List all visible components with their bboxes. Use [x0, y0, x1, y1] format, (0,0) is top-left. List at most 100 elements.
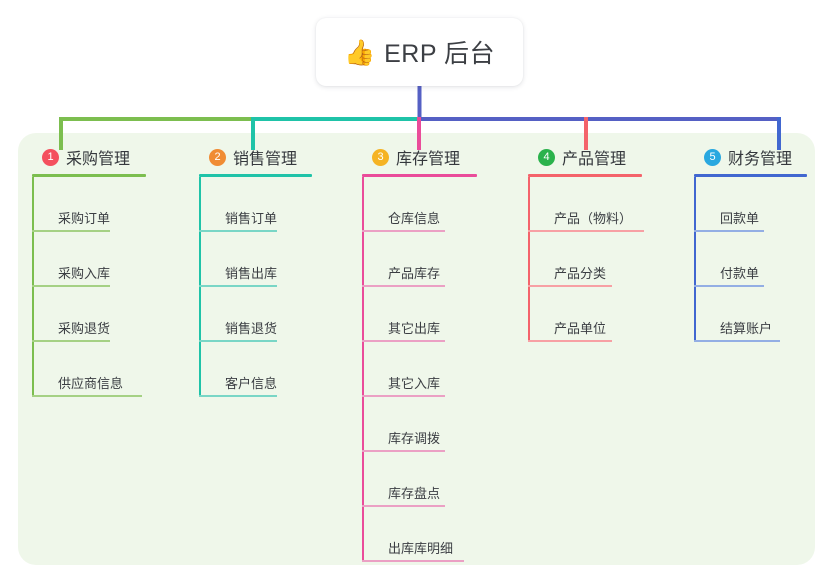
column-spine	[199, 177, 201, 397]
root-node[interactable]: 👍 ERP 后台	[316, 18, 523, 86]
menu-item-rule	[362, 560, 464, 562]
menu-item[interactable]: 出库库明细	[362, 507, 477, 562]
column-badge-5: 5	[704, 148, 721, 166]
menu-item[interactable]: 销售退货	[199, 287, 312, 342]
column-4: 4 产品管理产品（物料） 产品分类产品单位	[528, 145, 644, 342]
column-1: 1 采购管理采购订单采购入库采购退货供应商信息	[32, 145, 146, 397]
menu-item-rule	[694, 230, 764, 232]
menu-item-label: 仓库信息	[388, 211, 441, 226]
column-title: 销售管理	[233, 151, 298, 168]
menu-item-rule	[528, 230, 644, 232]
menu-item-rule	[528, 340, 612, 342]
menu-item-rule	[694, 285, 764, 287]
column-spine	[528, 177, 530, 342]
menu-item[interactable]: 回款单	[694, 177, 807, 232]
menu-item-label: 采购订单	[58, 211, 111, 226]
column-header-1[interactable]: 1 采购管理	[32, 145, 146, 169]
column-header-4[interactable]: 4 产品管理	[528, 145, 642, 169]
column-badge-2: 2	[209, 148, 226, 166]
menu-item-label: 结算账户	[720, 321, 773, 336]
column-header-rule	[362, 174, 477, 177]
menu-item-rule	[362, 285, 445, 287]
menu-item-rule	[362, 230, 445, 232]
column-badge-1: 1	[42, 148, 59, 166]
column-spine	[32, 177, 34, 397]
column-title: 财务管理	[728, 151, 793, 168]
menu-item-rule	[199, 285, 277, 287]
menu-item[interactable]: 产品（物料）	[528, 177, 644, 232]
column-title: 采购管理	[66, 151, 131, 168]
menu-item-rule	[199, 395, 277, 397]
menu-item-rule	[694, 340, 780, 342]
menu-item-rule	[199, 340, 277, 342]
diagram-panel	[18, 133, 815, 565]
menu-item-rule	[199, 230, 277, 232]
column-3: 3 库存管理仓库信息产品库存其它出库其它入库库存调拨库存盘点出库库明细	[362, 145, 477, 562]
column-header-5[interactable]: 5 财务管理	[694, 145, 807, 169]
menu-item-label: 供应商信息	[58, 376, 124, 391]
column-badge-3: 3	[372, 148, 389, 166]
column-title: 库存管理	[396, 151, 461, 168]
menu-item-label: 产品分类	[554, 266, 607, 281]
menu-item[interactable]: 结算账户	[694, 287, 807, 342]
menu-item[interactable]: 产品库存	[362, 232, 477, 287]
menu-item-label: 销售订单	[225, 211, 278, 226]
menu-item-label: 库存调拨	[388, 431, 441, 446]
menu-item[interactable]: 其它出库	[362, 287, 477, 342]
column-items: 回款单付款单结算账户	[694, 177, 807, 342]
column-items: 产品（物料） 产品分类产品单位	[528, 177, 644, 342]
column-header-rule	[199, 174, 312, 177]
menu-item-rule	[362, 450, 445, 452]
menu-item-rule	[362, 395, 445, 397]
menu-item-label: 采购退货	[58, 321, 111, 336]
menu-item[interactable]: 产品单位	[528, 287, 642, 342]
column-spine	[362, 177, 364, 562]
menu-item-rule	[32, 340, 110, 342]
column-items: 采购订单采购入库采购退货供应商信息	[32, 177, 146, 397]
column-header-3[interactable]: 3 库存管理	[362, 145, 477, 169]
menu-item-rule	[362, 340, 445, 342]
column-title: 产品管理	[562, 151, 627, 168]
menu-item[interactable]: 采购退货	[32, 287, 146, 342]
column-5: 5 财务管理回款单付款单结算账户	[694, 145, 807, 342]
menu-item-label: 产品库存	[388, 266, 441, 281]
menu-item[interactable]: 客户信息	[199, 342, 312, 397]
menu-item[interactable]: 销售订单	[199, 177, 312, 232]
menu-item-label: 回款单	[720, 211, 760, 226]
thumbs-up-icon: 👍	[343, 38, 376, 67]
column-spine	[694, 177, 696, 342]
menu-item-label: 客户信息	[225, 376, 278, 391]
menu-item[interactable]: 采购订单	[32, 177, 146, 232]
menu-item-label: 销售退货	[225, 321, 278, 336]
menu-item-label: 销售出库	[225, 266, 278, 281]
menu-item[interactable]: 付款单	[694, 232, 807, 287]
column-header-2[interactable]: 2 销售管理	[199, 145, 312, 169]
column-badge-4: 4	[538, 148, 555, 166]
root-node-title: ERP 后台	[384, 40, 496, 68]
menu-item[interactable]: 供应商信息	[32, 342, 146, 397]
column-2: 2 销售管理销售订单销售出库销售退货客户信息	[199, 145, 312, 397]
menu-item[interactable]: 产品分类	[528, 232, 642, 287]
column-header-rule	[32, 174, 146, 177]
menu-item[interactable]: 库存盘点	[362, 452, 477, 507]
menu-item[interactable]: 销售出库	[199, 232, 312, 287]
menu-item-rule	[528, 285, 612, 287]
column-items: 销售订单销售出库销售退货客户信息	[199, 177, 312, 397]
menu-item-label: 产品（物料）	[554, 211, 633, 226]
menu-item-rule	[32, 285, 110, 287]
menu-item-label: 产品单位	[554, 321, 607, 336]
menu-item[interactable]: 库存调拨	[362, 397, 477, 452]
menu-item-label: 其它入库	[388, 376, 441, 391]
menu-item-rule	[32, 230, 110, 232]
menu-item[interactable]: 其它入库	[362, 342, 477, 397]
menu-item-label: 付款单	[720, 266, 760, 281]
menu-item-label: 采购入库	[58, 266, 111, 281]
column-header-rule	[528, 174, 642, 177]
column-items: 仓库信息产品库存其它出库其它入库库存调拨库存盘点出库库明细	[362, 177, 477, 562]
menu-item-rule	[32, 395, 142, 397]
menu-item[interactable]: 仓库信息	[362, 177, 477, 232]
menu-item-label: 出库库明细	[388, 541, 454, 556]
column-header-rule	[694, 174, 807, 177]
menu-item[interactable]: 采购入库	[32, 232, 146, 287]
